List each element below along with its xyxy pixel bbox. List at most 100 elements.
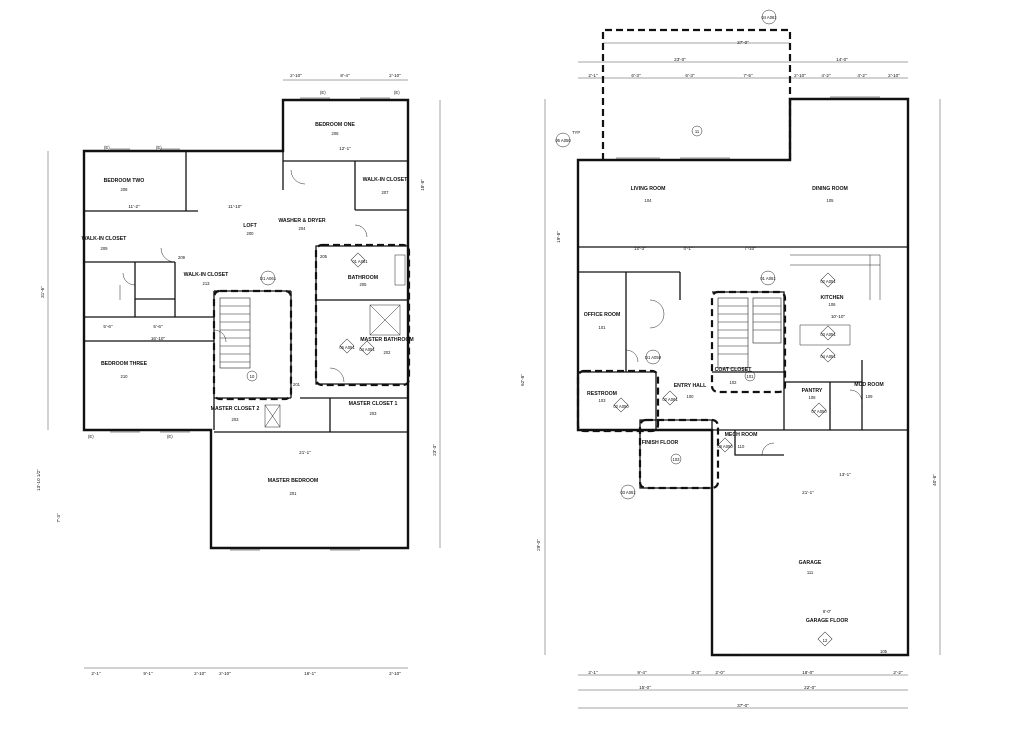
callout-tag: 04 A061 (761, 15, 777, 20)
keynote-marker (670, 453, 682, 465)
room-label: KITCHEN (820, 295, 843, 301)
dimension-label: 2'-2" (893, 670, 903, 675)
callout-tag: D1 A061 (260, 276, 277, 281)
dimension-label: 18'-8" (420, 179, 425, 191)
room-number: 106 (829, 302, 837, 307)
elevation-callout-marker (717, 437, 733, 453)
callout-tag: 05 A051 (339, 345, 355, 350)
callout-tag: D1 A050 (645, 355, 662, 360)
existing-tag: (E) (167, 434, 173, 439)
room-number: 200 (247, 231, 255, 236)
room-number: 8'-0" (823, 609, 832, 614)
dimension-label: 2'-10" (194, 671, 206, 676)
room-label: FINISH FLOOR (642, 440, 679, 446)
lower-floor-plan: LIVING ROOM 104 DINING ROOM 105 OFFICE R… (520, 9, 941, 709)
callout-tag: 01 A061 (760, 276, 776, 281)
dimension-label: 14'-0" (836, 57, 848, 62)
dimension-label: 2'-0" (715, 670, 725, 675)
callout-tag: 04 A051 (359, 347, 375, 352)
room-label: PANTRY (802, 388, 823, 394)
elevation-callout-marker (820, 325, 836, 341)
door-number: 201 (293, 382, 301, 387)
keynote-number: 103 (673, 457, 681, 462)
keynote-number: 11 (695, 129, 700, 134)
room-label: MUD ROOM (854, 382, 883, 388)
dimension-label: 2'-10" (794, 73, 806, 78)
room-label: WALK-IN CLOSET (82, 236, 127, 242)
elevation-callout-marker (817, 631, 833, 647)
dimension-label: 12'-1" (339, 146, 351, 151)
section-callout-marker (260, 270, 276, 286)
callout-tag: 03 A061 (620, 490, 636, 495)
room-label: COAT CLOSET (715, 367, 753, 373)
upper-stair-detail-outline (212, 289, 293, 401)
room-label: DINING ROOM (812, 186, 848, 192)
elevation-callout-marker (359, 340, 375, 356)
dimension-label: 10'-3" (634, 246, 646, 251)
callout-tag: TYP (572, 130, 580, 135)
callout-tag: 03 A051 (820, 332, 836, 337)
room-number: 100 (687, 394, 695, 399)
dimension-label: 4'-2" (821, 73, 831, 78)
dimension-label: 37'-0" (737, 40, 749, 45)
room-number: 203 (370, 411, 378, 416)
room-number: 108 (809, 395, 817, 400)
room-label: MECH ROOM (725, 432, 758, 438)
elevation-callout-marker (613, 397, 629, 413)
room-number: 202 (384, 350, 392, 355)
elevation-callout-marker (820, 272, 836, 288)
room-number: 204 (299, 226, 307, 231)
room-label: OFFICE ROOM (584, 312, 621, 318)
room-label: ENTRY HALL (674, 383, 707, 389)
dimension-label: 2'-1" (588, 670, 598, 675)
room-number: 103 (599, 398, 607, 403)
room-label: MASTER CLOSET 2 (211, 406, 260, 412)
existing-tag: (E) (156, 145, 162, 150)
coat-closet-stair-outline (710, 290, 787, 394)
dimension-label: 2'-1" (91, 671, 101, 676)
dimension-label: 37'-0" (737, 703, 749, 708)
keynote-number: 10 (250, 374, 255, 379)
existing-tag: (E) (394, 90, 400, 95)
upper-exterior-walls (82, 98, 410, 550)
room-number: 209 (101, 246, 109, 251)
dimension-label: 6'-3" (685, 73, 695, 78)
room-label: MASTER BATHROOM (360, 337, 414, 343)
keynote-marker (744, 370, 756, 382)
callout-tag: 02 A061 (662, 397, 678, 402)
dimension-label: 2'-10" (389, 671, 401, 676)
dimension-label: 19'-8" (556, 231, 561, 243)
elevation-callout-marker (662, 390, 678, 406)
keynote-number: 101 (747, 374, 755, 379)
finish-floor-detail-outline (638, 418, 720, 490)
elevation-callout-marker (350, 252, 366, 268)
room-number: 201 (290, 491, 298, 496)
door-number: 205 (320, 254, 328, 259)
room-number: 206 (332, 131, 340, 136)
dimension-label: 15'-0" (639, 685, 651, 690)
stair-keynote-marker (246, 370, 258, 382)
dimension-label: 21'-1" (299, 450, 311, 455)
dimension-label: 2'-10" (389, 73, 401, 78)
room-number: 105 (827, 198, 835, 203)
elevation-callout-marker (339, 338, 355, 354)
room-number: 203 (232, 417, 240, 422)
room-label: RESTROOM (587, 391, 617, 397)
door-number: 105 (880, 649, 888, 654)
room-number: 205 (360, 282, 368, 287)
room-number: 208 (121, 187, 129, 192)
dimension-label: 2'-10" (888, 73, 900, 78)
room-label: MASTER BEDROOM (268, 478, 318, 484)
callout-tag: 08 A050 (717, 444, 733, 449)
callout-tag: 02 A050 (613, 404, 629, 409)
room-label: BEDROOM TWO (104, 178, 145, 184)
room-label: WASHER & DRYER (278, 218, 326, 224)
door-number: 209 (178, 255, 186, 260)
dimension-label: 18'-0" (802, 670, 814, 675)
section-callout-marker (555, 132, 571, 148)
dimension-label: 2'-1" (588, 73, 598, 78)
dimension-label: 13'-1" (839, 472, 851, 477)
room-label: WALK-IN CLOSET (363, 177, 408, 183)
dimension-label: 4'-1" (683, 246, 693, 251)
